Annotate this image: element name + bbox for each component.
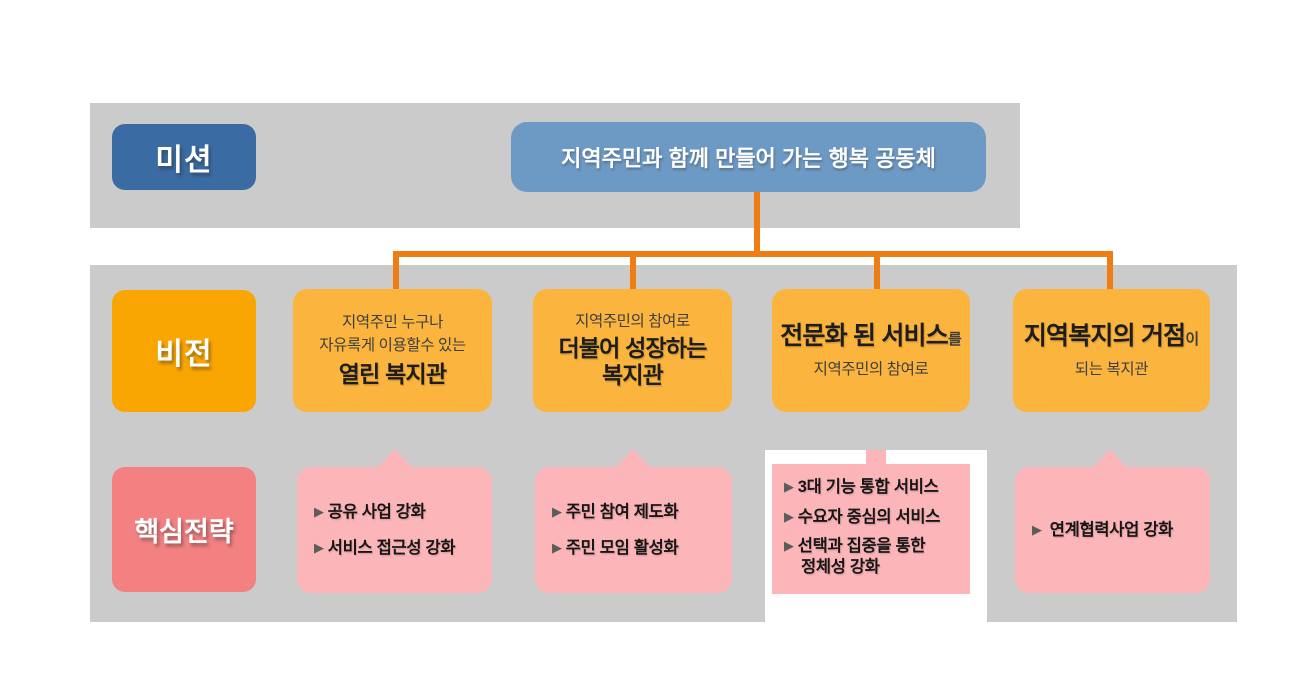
triangle-bullet-icon: ▶	[314, 503, 324, 519]
strategy-item: ▶주민 참여 제도화	[552, 502, 722, 523]
strategy-item: ▶주민 모임 활성화	[552, 538, 722, 559]
vision-box-2: 지역주민의 참여로 더불어 성장하는 복지관	[533, 289, 732, 412]
mission-label-text: 미션	[155, 144, 213, 177]
strategy-item-text: 선택과 집중을 통한	[797, 537, 926, 556]
strategy-item-text: 주민 참여 제도화	[565, 502, 679, 521]
strategy-item-text: 연계협력사업 강화	[1049, 520, 1174, 539]
triangle-bullet-icon: ▶	[784, 508, 794, 524]
strategy-label-text: 핵심전략	[134, 517, 234, 547]
strategy-item: ▶ 연계협력사업 강화	[1032, 520, 1200, 541]
vision-box-3-big-text: 전문화 된 서비스	[780, 322, 949, 351]
vision-box-1-line-3: 열린 복지관	[338, 361, 447, 388]
connector-stem	[754, 192, 760, 254]
vision-box-4-big-text: 지역복지의 거점	[1023, 322, 1186, 351]
triangle-bullet-icon: ▶	[784, 479, 794, 494]
strategy-item: ▶수요자 중심의 서비스	[784, 507, 964, 528]
strategy-item: ▶서비스 접근성 강화	[314, 538, 482, 559]
strategy-item-text: 공유 사업 강화	[327, 502, 426, 521]
vision-box-4-line-2: 되는 복지관	[1074, 360, 1149, 378]
strategy-label-box: 핵심전략	[112, 467, 256, 592]
vision-box-4: 지역복지의 거점이 되는 복지관	[1013, 289, 1210, 412]
vision-box-3: 전문화 된 서비스를 지역주민의 참여로	[772, 289, 970, 412]
vision-box-4-line-1: 지역복지의 거점이	[1024, 320, 1199, 353]
strategy-box-4: ▶ 연계협력사업 강화	[1015, 467, 1210, 593]
vision-box-4-suffix-text: 이	[1185, 331, 1200, 349]
connector-drop-4	[1107, 251, 1113, 291]
strategy-item-text: 수요자 중심의 서비스	[797, 507, 941, 526]
vision-box-3-line-2: 지역주민의 참여로	[813, 360, 929, 378]
triangle-bullet-icon: ▶	[552, 539, 562, 555]
strategy-item-text: 주민 모임 활성화	[565, 538, 679, 557]
strategy-item: ▶3대 기능 통합 서비스	[784, 477, 964, 498]
strategy-item-text: 3대 기능 통합 서비스	[797, 478, 939, 496]
pointer-up-triangle-1	[378, 449, 412, 467]
mission-statement-text: 지역주민과 함께 만들어 가는 행복 공동체	[561, 146, 936, 171]
vision-box-2-line-2: 더불어 성장하는	[558, 335, 707, 362]
strategy-item-text: 서비스 접근성 강화	[327, 538, 456, 557]
connector-drop-2	[630, 251, 636, 291]
vision-box-2-line-3: 복지관	[601, 362, 664, 389]
strategy-box-3: ▶3대 기능 통합 서비스 ▶수요자 중심의 서비스 ▶선택과 집중을 통한 정…	[772, 464, 970, 594]
strategy-item: ▶선택과 집중을 통한 정체성 강화	[784, 536, 964, 577]
connector-rail	[393, 251, 1113, 257]
connector-tab	[866, 450, 886, 468]
vision-box-3-suffix-text: 를	[947, 331, 962, 349]
triangle-bullet-icon: ▶	[784, 538, 794, 554]
mission-statement-box: 지역주민과 함께 만들어 가는 행복 공동체	[511, 122, 986, 192]
connector-drop-3	[874, 251, 880, 291]
strategy-item-continuation: 정체성 강화	[801, 557, 880, 576]
strategy-item: ▶공유 사업 강화	[314, 502, 482, 523]
triangle-bullet-icon: ▶	[314, 539, 324, 555]
vision-box-1-line-2: 자유록게 이용할수 있는	[319, 337, 466, 355]
strategy-box-2: ▶주민 참여 제도화 ▶주민 모임 활성화	[535, 467, 732, 593]
vision-label-box: 비전	[112, 290, 256, 412]
triangle-bullet-icon: ▶	[552, 503, 562, 519]
mission-label-box: 미션	[112, 124, 256, 190]
vision-box-1: 지역주민 누구나 자유록게 이용할수 있는 열린 복지관	[293, 289, 492, 412]
vision-box-2-line-1: 지역주민의 참여로	[575, 312, 690, 330]
pointer-up-triangle-2	[616, 449, 650, 467]
pointer-up-triangle-4	[1093, 449, 1127, 467]
connector-drop-1	[393, 251, 399, 291]
vision-label-text: 비전	[155, 338, 213, 371]
triangle-bullet-icon: ▶	[1032, 521, 1042, 537]
vision-box-1-line-1: 지역주민 누구나	[342, 313, 443, 331]
strategy-box-1: ▶공유 사업 강화 ▶서비스 접근성 강화	[297, 467, 492, 593]
vision-box-3-line-1: 전문화 된 서비스를	[780, 320, 962, 353]
